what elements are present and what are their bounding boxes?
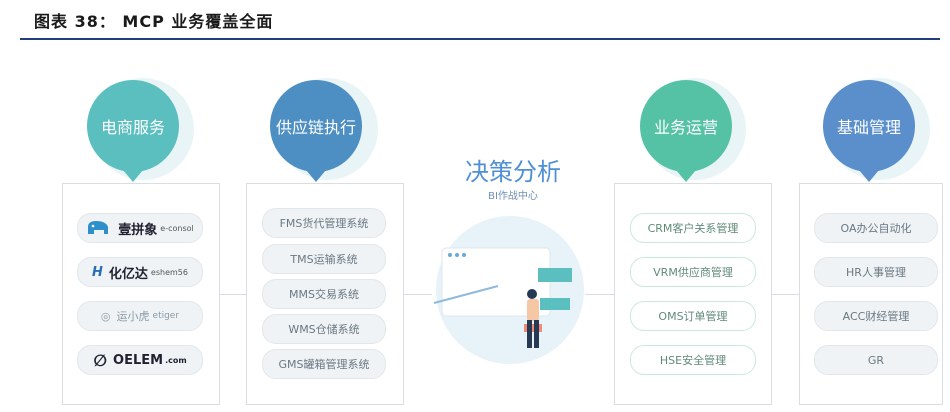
bubble-pointer — [123, 170, 143, 182]
bubble-ecommerce: 电商服务 — [87, 80, 179, 182]
bubble-basic-management: 基础管理 — [823, 80, 915, 182]
partner-sub: eshem56 — [150, 267, 188, 277]
partner-logo-epinxiang: 壹拼象 e-consol — [77, 213, 203, 243]
system-item: HSE安全管理 — [630, 345, 756, 375]
partner-sub: e-consol — [160, 223, 194, 233]
hy-logo-icon: H — [92, 264, 103, 280]
partner-name: OELEM — [113, 352, 164, 368]
partner-name: 化亿达 — [108, 266, 148, 282]
title-divider — [20, 38, 940, 40]
system-item: HR人事管理 — [814, 257, 938, 287]
bubble-pointer — [859, 170, 879, 182]
bubble-label: 基础管理 — [836, 118, 901, 137]
slashed-circle-icon: ∅ — [93, 350, 108, 370]
system-item: CRM客户关系管理 — [630, 213, 756, 243]
system-item: GMS罐箱管理系统 — [262, 349, 386, 379]
system-item: OA办公自动化 — [814, 213, 938, 243]
partner-sub: .com — [165, 355, 187, 365]
partner-sub: etiger — [152, 311, 180, 321]
system-item: GR — [814, 345, 938, 375]
system-item: OMS订单管理 — [630, 301, 756, 331]
bubble-pointer — [306, 170, 326, 182]
center-subtitle: BI作战中心 — [488, 191, 538, 202]
bubble-supply-chain: 供应链执行 — [270, 80, 362, 182]
system-item: TMS运输系统 — [262, 244, 386, 274]
bubble-label: 业务运营 — [653, 118, 718, 137]
bubble-label: 电商服务 — [100, 118, 165, 137]
system-item: ACC财经管理 — [814, 301, 938, 331]
connector-line — [218, 294, 248, 295]
connector-line — [585, 294, 615, 295]
system-item: MMS交易系统 — [262, 279, 386, 309]
figure-title: 图表 38： MCP 业务覆盖全面 — [34, 12, 274, 31]
partner-logo-huayida: H 化亿达 eshem56 — [77, 257, 203, 287]
partner-name: 壹拼象 — [118, 222, 158, 238]
elephant-icon — [88, 221, 109, 234]
bi-illustration — [428, 208, 588, 368]
bubble-label: 供应链执行 — [275, 118, 356, 137]
connector-line — [771, 294, 801, 295]
bubble-pointer — [676, 170, 696, 182]
center-title: 决策分析 — [465, 158, 561, 186]
partner-logo-etiger: ◎ 运小虎 etiger — [77, 301, 203, 331]
system-item: VRM供应商管理 — [630, 257, 756, 287]
bubble-operations: 业务运营 — [640, 80, 732, 182]
partner-name: 运小虎 — [116, 310, 150, 323]
partner-logo-oelem: ∅ OELEM .com — [77, 345, 203, 375]
system-item: WMS仓储系统 — [262, 314, 386, 344]
connector-line — [402, 294, 432, 295]
tiger-logo-icon: ◎ — [100, 309, 111, 323]
system-item: FMS货代管理系统 — [262, 208, 386, 238]
